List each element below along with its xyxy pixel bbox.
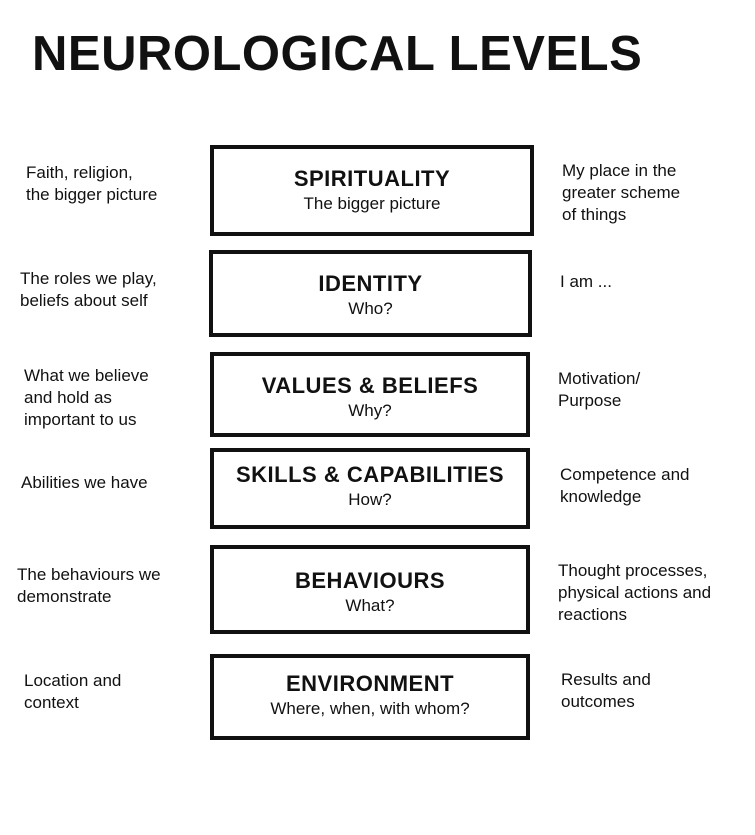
level-box-spirituality: SPIRITUALITY The bigger picture bbox=[210, 145, 534, 236]
page-title: NEUROLOGICAL LEVELS bbox=[32, 27, 643, 81]
level-name: ENVIRONMENT bbox=[285, 671, 455, 696]
level-left-note: Faith, religion, the bigger picture bbox=[26, 163, 158, 204]
level-left-note: What we believe and hold as important to… bbox=[24, 366, 149, 429]
level-left-note: The behaviours we demonstrate bbox=[17, 565, 161, 606]
level-name: BEHAVIOURS bbox=[294, 568, 446, 593]
level-right-note: I am ... bbox=[560, 272, 612, 291]
level-question: The bigger picture bbox=[303, 194, 441, 213]
level-box-values-beliefs: VALUES & BELIEFS Why? bbox=[210, 352, 530, 437]
level-question: Who? bbox=[348, 299, 393, 318]
level-name: SPIRITUALITY bbox=[293, 166, 451, 191]
level-question: Where, when, with whom? bbox=[270, 699, 470, 718]
level-box-identity: IDENTITY Who? bbox=[209, 250, 532, 337]
level-question: Why? bbox=[348, 401, 392, 420]
level-right-note: Competence and knowledge bbox=[560, 465, 690, 506]
level-left-note: Location and context bbox=[24, 671, 122, 712]
level-name: IDENTITY bbox=[318, 271, 423, 296]
level-right-note: Thought processes, physical actions and … bbox=[558, 561, 712, 624]
level-name: SKILLS & CAPABILITIES bbox=[236, 462, 504, 487]
level-right-note: Motivation/ Purpose bbox=[558, 369, 641, 410]
level-right-note: Results and outcomes bbox=[561, 670, 651, 711]
level-left-note: Abilities we have bbox=[21, 473, 148, 492]
level-question: How? bbox=[348, 490, 392, 509]
level-box-behaviours: BEHAVIOURS What? bbox=[210, 545, 530, 634]
level-left-note: The roles we play, beliefs about self bbox=[20, 269, 157, 310]
level-name: VALUES & BELIEFS bbox=[261, 373, 479, 398]
level-box-skills-capabilities: SKILLS & CAPABILITIES How? bbox=[210, 448, 530, 529]
level-question: What? bbox=[345, 596, 395, 615]
level-right-note: My place in the greater scheme of things bbox=[562, 161, 681, 224]
level-box-environment: ENVIRONMENT Where, when, with whom? bbox=[210, 654, 530, 740]
